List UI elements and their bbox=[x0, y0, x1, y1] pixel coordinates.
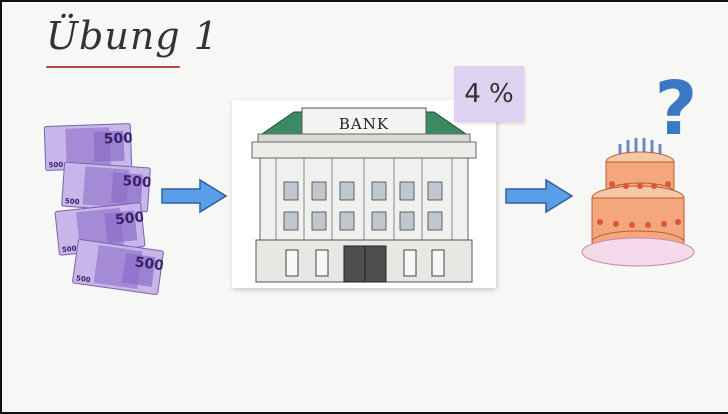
svg-text:500: 500 bbox=[48, 161, 63, 170]
svg-text:500: 500 bbox=[114, 209, 145, 228]
question-mark-icon: ? bbox=[655, 66, 698, 152]
banknote-stack: 500 500 500 500 500 500 500 500 bbox=[42, 120, 172, 305]
bank-sign: BANK bbox=[339, 115, 389, 133]
right-arrow-icon bbox=[504, 178, 574, 214]
banknote-icon: 500 500 bbox=[71, 238, 165, 296]
svg-text:500: 500 bbox=[122, 173, 152, 191]
title-underline bbox=[46, 66, 180, 68]
svg-text:500: 500 bbox=[103, 130, 132, 147]
right-arrow-icon bbox=[160, 178, 228, 214]
bank-building-icon: BANK bbox=[232, 100, 496, 288]
bank-card: BANK bbox=[232, 100, 496, 288]
svg-text:500: 500 bbox=[65, 197, 80, 206]
slide-title: Übung 1 bbox=[46, 14, 219, 58]
interest-rate-label: 4 % bbox=[464, 79, 514, 109]
birthday-cake-icon: ? bbox=[576, 52, 700, 274]
interest-rate-note: 4 % bbox=[454, 66, 524, 122]
